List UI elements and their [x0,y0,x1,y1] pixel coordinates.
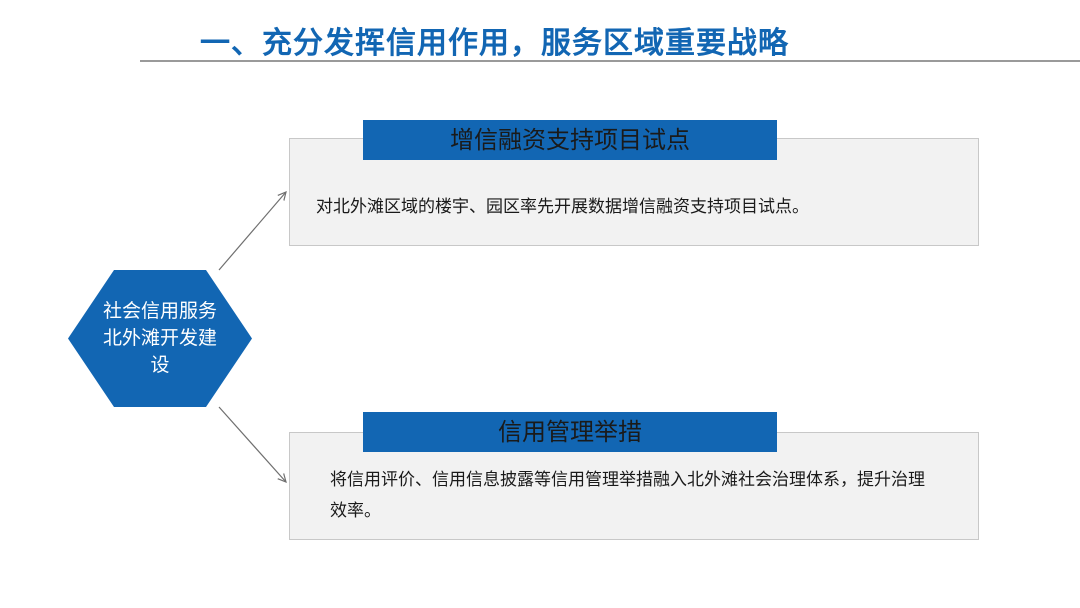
branch-header-financing: 增信融资支持项目试点 [363,120,777,160]
connector-arrow-top [218,192,286,271]
center-hexagon: 社会信用服务北外滩开发建设 [68,270,252,407]
branch-text-financing: 对北外滩区域的楼宇、园区率先开展数据增信融资支持项目试点。 [316,197,809,217]
slide-title: 一、充分发挥信用作用，服务区域重要战略 [200,26,789,61]
branch-text-credit-management: 将信用评价、信用信息披露等信用管理举措融入北外滩社会治理体系，提升治理效率。 [330,470,925,521]
center-hexagon-label: 社会信用服务北外滩开发建设 [102,300,217,376]
connector-arrow-bottom [218,406,286,482]
branch-header-credit-management: 信用管理举措 [363,412,777,452]
title-divider [140,60,1080,62]
